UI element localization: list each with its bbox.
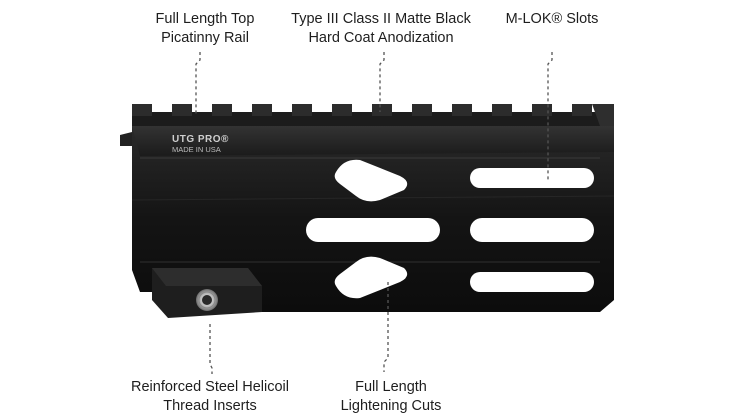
- callout-cuts: Full Length Lightening Cuts: [336, 378, 446, 416]
- callout-anodization: Type III Class II Matte Black Hard Coat …: [275, 10, 487, 48]
- callout-cuts-line1: Full Length: [355, 379, 427, 395]
- made-in-label: MADE IN USA: [172, 145, 221, 154]
- callout-mlok-line1: M-LOK® Slots: [505, 11, 599, 27]
- callout-anodization-line1: Type III Class II Matte Black: [291, 11, 471, 27]
- callout-rail: Full Length Top Picatinny Rail: [140, 10, 270, 48]
- lightening-cut-bottom: [334, 256, 408, 299]
- picatinny-rail: [132, 104, 614, 126]
- mlok-slots: [306, 168, 594, 292]
- callout-rail-line2: Picatinny Rail: [161, 30, 249, 46]
- mlok-slot: [470, 218, 594, 242]
- callout-rail-line1: Full Length Top: [155, 11, 255, 27]
- helicoil-insert: [196, 289, 218, 311]
- callout-helicoil: Reinforced Steel Helicoil Thread Inserts: [120, 378, 300, 416]
- brand-mark: UTG PRO®: [172, 134, 229, 145]
- callout-anodization-line2: Hard Coat Anodization: [308, 30, 454, 46]
- mlok-slot: [306, 218, 440, 242]
- callout-cuts-line2: Lightening Cuts: [340, 398, 442, 414]
- callout-helicoil-line2: Thread Inserts: [163, 398, 257, 414]
- callout-mlok: M-LOK® Slots: [496, 10, 608, 29]
- lightening-cut-top: [334, 159, 408, 202]
- mlok-slot: [470, 168, 594, 188]
- callout-leaders: [195, 52, 553, 374]
- callout-helicoil-line1: Reinforced Steel Helicoil: [131, 379, 289, 395]
- mlok-slot: [470, 272, 594, 292]
